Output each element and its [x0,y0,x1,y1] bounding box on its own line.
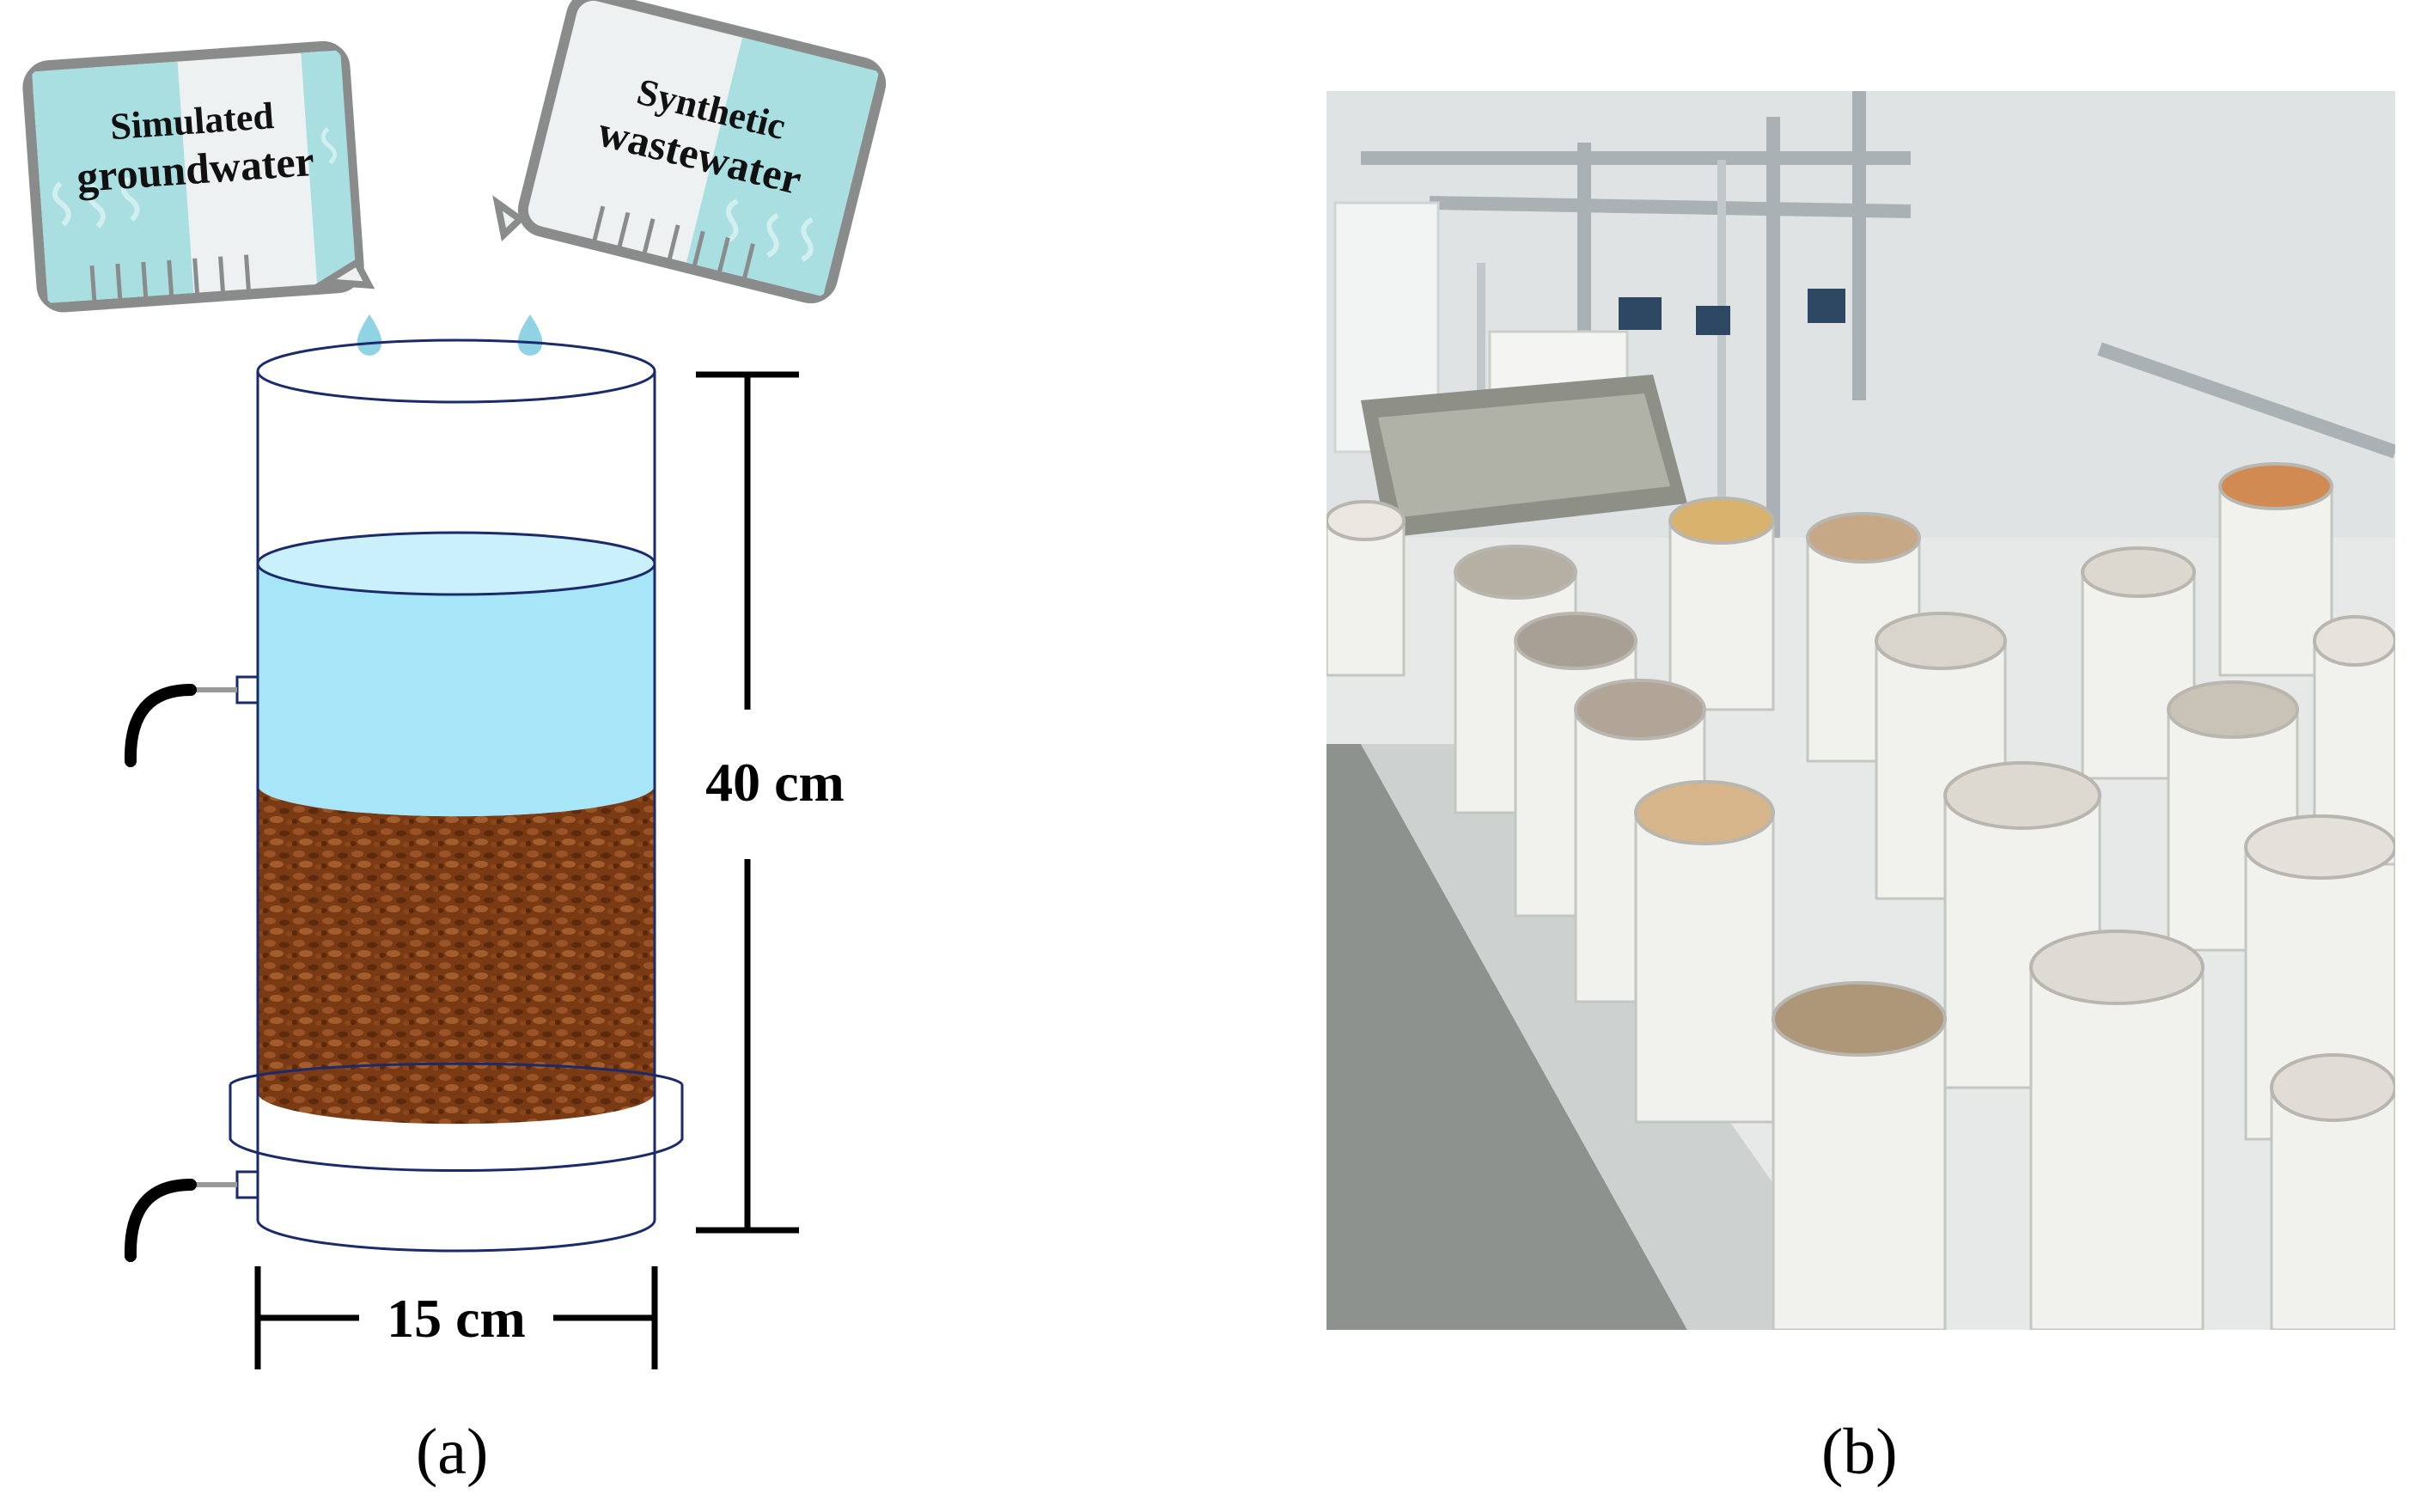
panel-label-b: (b) [1821,1416,1898,1488]
beaker-simulated-groundwater: Simulated groundwater [22,40,375,313]
droplet-left [357,314,382,356]
column-array-photo [1326,91,2395,1330]
diameter-dimension [254,1266,658,1369]
beaker-synthetic-wastewater: Synthetic wastewater [492,0,887,304]
water-surface [256,531,656,596]
water-layer [258,564,655,817]
column-schematic: Simulated groundwater Synthetic wastewat… [22,0,887,1369]
upper-outlet-port [124,675,259,767]
soil-layer [258,785,655,1125]
diameter-label: 15 cm [387,1288,526,1349]
panel-label-a: (a) [416,1416,489,1488]
column [229,338,684,1253]
droplet-right [517,314,543,356]
base-flange [229,1084,684,1173]
height-label: 40 cm [705,752,845,813]
lower-outlet-port [124,1170,259,1262]
height-dimension [696,371,799,1234]
